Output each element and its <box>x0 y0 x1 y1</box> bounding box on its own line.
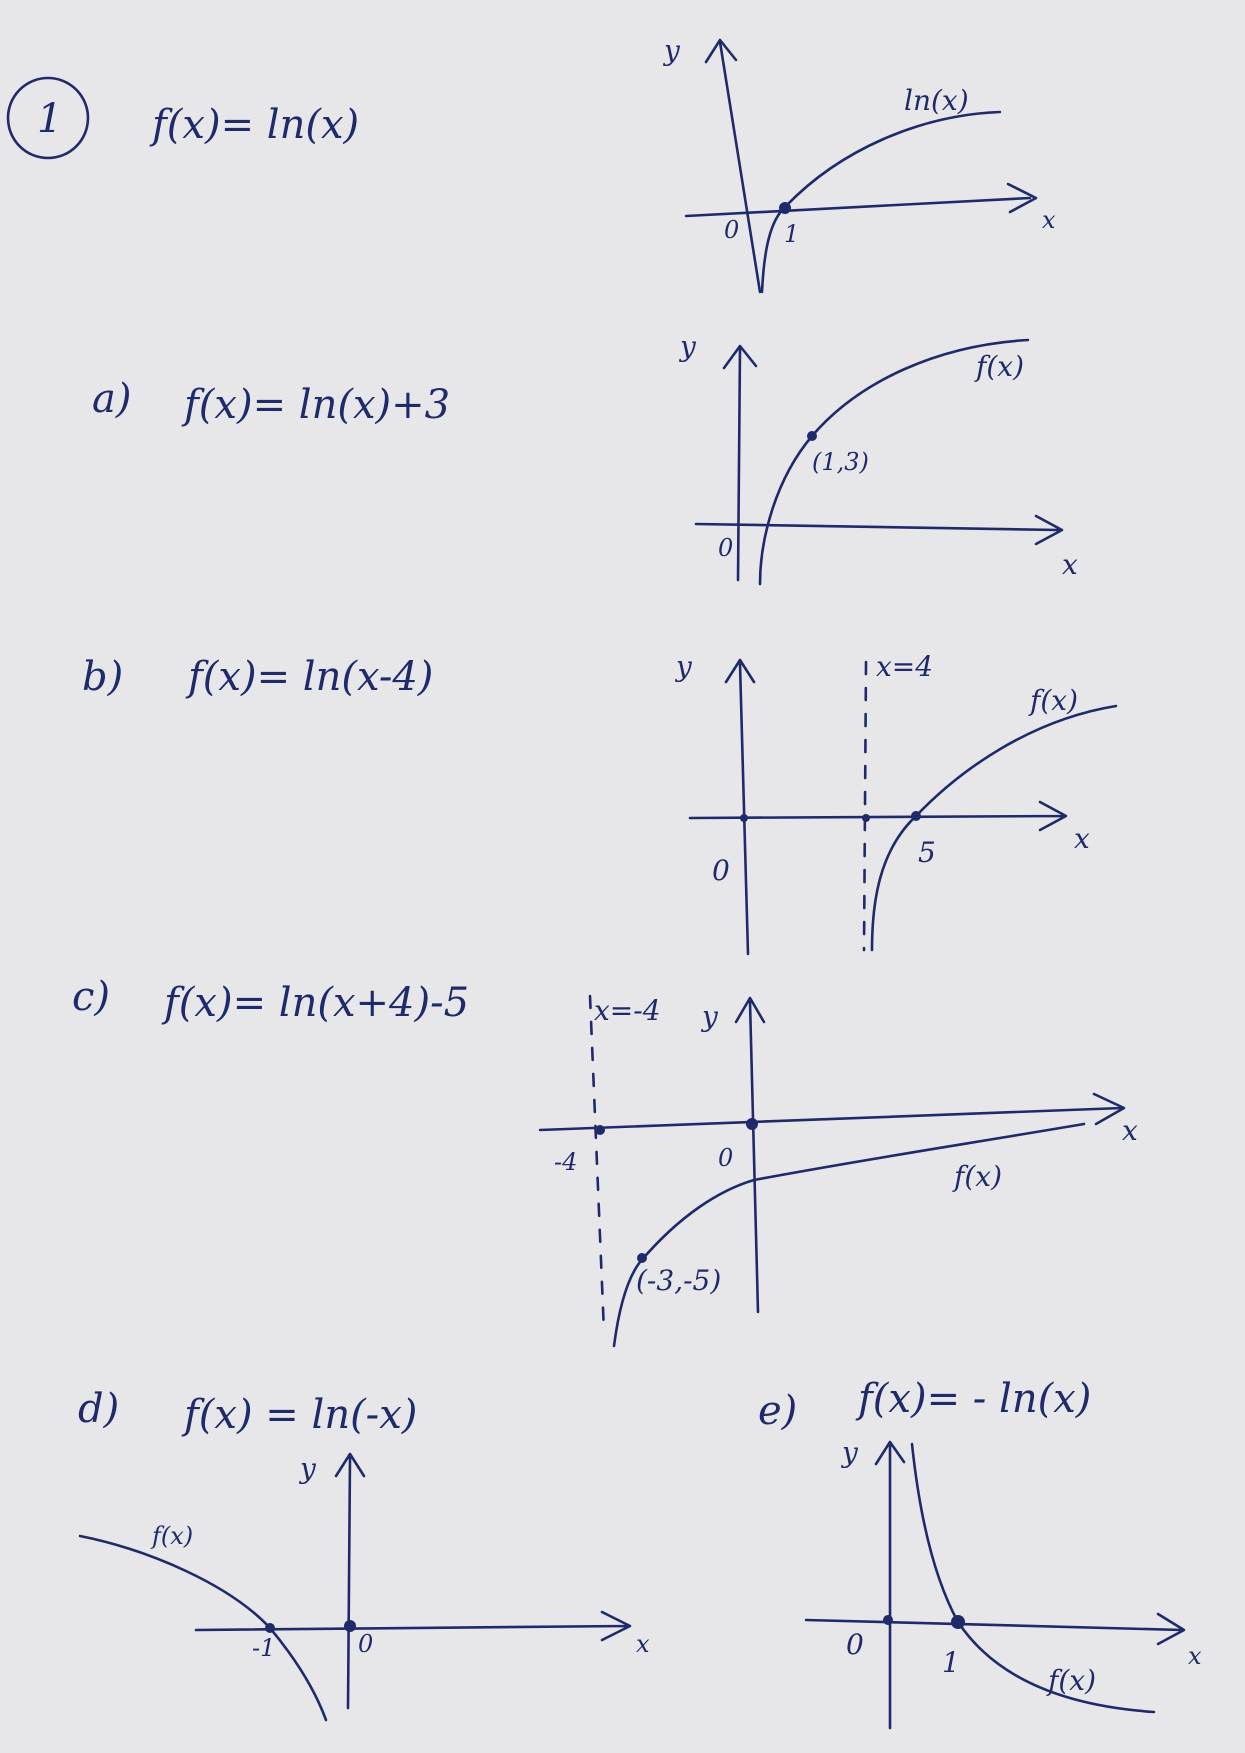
y-axis-label: y <box>674 650 693 683</box>
part-e-equation: f(x)= - ln(x) <box>855 1376 1091 1422</box>
point-neg4-0 <box>595 1125 605 1135</box>
y-axis-label: y <box>678 330 697 363</box>
x-axis-label: x <box>1188 1642 1202 1670</box>
x-axis-label: x <box>1042 206 1056 234</box>
main-equation: f(x)= ln(x) <box>149 102 359 148</box>
asymptote-label: x=-4 <box>594 994 661 1027</box>
part-d-label: d) <box>78 1386 119 1432</box>
part-e-label: e) <box>758 1388 797 1434</box>
curve <box>78 1534 328 1722</box>
tick-label: -1 <box>252 1634 275 1662</box>
point-1-0 <box>951 1615 965 1629</box>
point-5-0 <box>911 811 921 821</box>
tick-label: -4 <box>554 1148 577 1176</box>
asymptote-label: x=4 <box>876 650 933 683</box>
y-axis-label: y <box>700 1000 719 1033</box>
graph-ln-x: y x 0 1 ln(x) <box>662 34 1056 294</box>
x-axis <box>804 1612 1186 1646</box>
curve-label: f(x) <box>1028 684 1078 717</box>
y-axis <box>874 1440 906 1730</box>
curve <box>758 338 1030 586</box>
point-label: (1,3) <box>812 448 869 476</box>
x-axis <box>688 800 1068 832</box>
part-e: e) f(x)= - ln(x) y x 0 1 f(x) <box>758 1376 1202 1730</box>
part-a-label: a) <box>92 376 131 422</box>
point-origin <box>746 1118 758 1130</box>
x-axis <box>694 514 1064 546</box>
ln-curve <box>760 110 1002 294</box>
part-c: c) f(x)= ln(x+4)-5 y x 0 x=-4 -4 (-3,-5)… <box>72 974 1138 1348</box>
point-neg3-neg5 <box>637 1253 647 1263</box>
problem-number: 1 <box>37 96 62 142</box>
tick-label: 1 <box>784 220 799 248</box>
part-b-equation: f(x)= ln(x-4) <box>185 654 433 700</box>
point-origin <box>344 1620 356 1632</box>
part-a-equation: f(x)= ln(x)+3 <box>181 382 450 428</box>
origin-label: 0 <box>358 1630 373 1658</box>
origin-label: 0 <box>846 1628 864 1661</box>
y-axis <box>722 344 758 582</box>
curve <box>612 1122 1086 1348</box>
part-d: d) f(x) = ln(-x) y x 0 -1 f(x) <box>78 1386 650 1722</box>
curve-label: f(x) <box>1046 1664 1096 1697</box>
asymptote-x-neg4 <box>588 994 606 1334</box>
x-axis <box>538 1092 1126 1132</box>
problem-number-circle <box>6 76 90 160</box>
curve-label: f(x) <box>150 1522 193 1550</box>
y-axis-label: y <box>298 1452 317 1485</box>
curve-label: f(x) <box>952 1160 1002 1193</box>
part-c-equation: f(x)= ln(x+4)-5 <box>161 980 469 1026</box>
x-axis-label: x <box>636 1630 650 1658</box>
x-axis <box>684 182 1038 218</box>
curve <box>870 704 1118 952</box>
point-1-3 <box>807 431 817 441</box>
point-origin <box>740 814 748 822</box>
part-d-equation: f(x) = ln(-x) <box>181 1392 417 1438</box>
y-axis-label: y <box>840 1436 859 1469</box>
x-axis-label: x <box>1074 822 1090 855</box>
point-label: (-3,-5) <box>636 1264 721 1297</box>
point-origin <box>883 1615 893 1625</box>
y-axis-label: y <box>662 34 681 67</box>
point-neg1-0 <box>265 1623 275 1633</box>
point-1-0 <box>779 202 791 214</box>
origin-label: 0 <box>724 216 739 244</box>
origin-label: 0 <box>718 1144 733 1172</box>
curve-label: f(x) <box>974 350 1024 383</box>
part-b: b) f(x)= ln(x-4) y x 0 x=4 5 f(x) <box>82 650 1118 956</box>
x-axis-label: x <box>1122 1114 1138 1147</box>
x-axis-label: x <box>1062 548 1078 581</box>
part-b-label: b) <box>82 654 123 700</box>
point-4-0 <box>862 814 870 822</box>
y-axis <box>724 658 756 956</box>
tick-label: 1 <box>942 1646 960 1679</box>
tick-label: 5 <box>918 836 936 869</box>
y-axis <box>334 1452 366 1710</box>
part-a: a) f(x)= ln(x)+3 y x 0 (1,3) f(x) <box>92 330 1078 586</box>
asymptote-x-4 <box>862 660 868 952</box>
problem-header: 1 f(x)= ln(x) <box>6 76 359 160</box>
part-c-label: c) <box>72 974 110 1020</box>
origin-label: 0 <box>712 854 730 887</box>
y-axis <box>704 38 762 294</box>
curve-label: ln(x) <box>904 84 969 117</box>
y-axis <box>734 996 766 1314</box>
origin-label: 0 <box>718 534 733 562</box>
